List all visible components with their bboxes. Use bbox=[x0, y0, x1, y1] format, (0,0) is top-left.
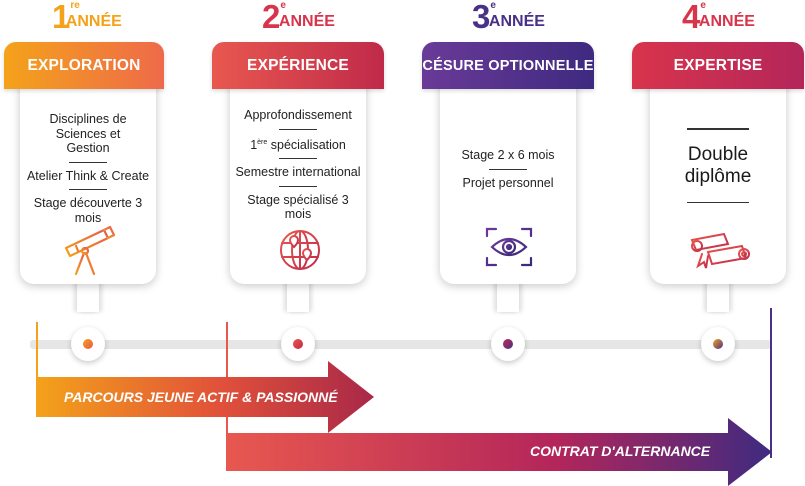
item-separator bbox=[69, 189, 107, 190]
arrow-label-parcours: PARCOURS JEUNE ACTIF & PASSIONNÉ bbox=[64, 389, 338, 405]
item-rest: spécialisation bbox=[267, 137, 346, 152]
year-superscript: e bbox=[700, 0, 706, 11]
timeline-axis bbox=[30, 340, 771, 349]
card-title: EXPERTISE bbox=[673, 56, 763, 74]
card-exploration: Disciplines de Sciences et Gestion Ateli… bbox=[20, 60, 156, 284]
node-dot bbox=[503, 339, 513, 349]
card-title: EXPÉRIENCE bbox=[247, 56, 349, 74]
timeline-node-3 bbox=[491, 327, 525, 361]
node-dot bbox=[83, 339, 93, 349]
timeline-node-2 bbox=[281, 327, 315, 361]
arrow-start-line bbox=[36, 322, 38, 394]
card-items: Double diplôme bbox=[650, 128, 786, 203]
arrow-label-alternance: CONTRAT D'ALTERNANCE bbox=[530, 443, 711, 459]
item-separator bbox=[69, 161, 107, 163]
card-item-line1: Double bbox=[687, 143, 749, 165]
timeline-node-1 bbox=[71, 327, 105, 361]
item-separator bbox=[279, 158, 317, 160]
item-separator bbox=[687, 128, 749, 130]
card-items: Stage 2 x 6 mois Projet personnel bbox=[440, 148, 576, 190]
card-stem bbox=[707, 278, 729, 312]
banner-expertise: EXPERTISE bbox=[632, 42, 804, 89]
timeline-node-4 bbox=[701, 327, 735, 361]
year-word: ANNÉE bbox=[488, 13, 545, 30]
eye-scan-icon bbox=[485, 227, 533, 267]
year-superscript: re bbox=[70, 0, 80, 11]
year-number: 1 bbox=[52, 0, 70, 35]
card-item: Stage découverte 3 mois bbox=[33, 196, 143, 225]
card-stem bbox=[287, 278, 309, 312]
item-separator bbox=[489, 168, 527, 170]
card-item: Projet personnel bbox=[462, 175, 554, 190]
year-superscript: e bbox=[490, 0, 496, 11]
arrow-end-line bbox=[770, 308, 772, 458]
item-separator bbox=[279, 185, 317, 187]
card-items: Disciplines de Sciences et Gestion Ateli… bbox=[20, 112, 156, 225]
banner-cesure: CÉSURE OPTIONNELLE bbox=[422, 42, 594, 89]
diploma-scroll-icon bbox=[690, 232, 750, 269]
item-separator bbox=[279, 128, 317, 130]
item-prefix: 1 bbox=[250, 137, 258, 152]
banner-experience: EXPÉRIENCE bbox=[212, 42, 384, 89]
year-heading-2: 2 e ANNÉE bbox=[262, 0, 335, 36]
year-word: ANNÉE bbox=[65, 13, 122, 30]
card-cesure: Stage 2 x 6 mois Projet personnel bbox=[440, 60, 576, 284]
arrow-alternance bbox=[226, 418, 772, 486]
node-dot bbox=[293, 339, 303, 349]
telescope-icon bbox=[64, 225, 116, 276]
globe-pin-icon bbox=[280, 230, 320, 270]
arrow-parcours bbox=[36, 361, 374, 433]
year-heading-3: 3 e ANNÉE bbox=[472, 0, 545, 36]
year-heading-1: 1 re ANNÉE bbox=[52, 0, 122, 36]
card-experience: Approfondissement 1ère spécialisation Se… bbox=[230, 60, 366, 284]
card-title: CÉSURE OPTIONNELLE bbox=[422, 57, 594, 74]
year-word: ANNÉE bbox=[278, 13, 335, 30]
item-superscript: ère bbox=[257, 138, 268, 146]
item-separator bbox=[687, 201, 749, 203]
card-item: 1ère spécialisation bbox=[230, 136, 366, 153]
card-item: Atelier Think & Create bbox=[26, 168, 150, 183]
card-item: Disciplines de Sciences et Gestion bbox=[49, 112, 127, 155]
card-item: Approfondissement bbox=[244, 108, 352, 122]
banner-exploration: EXPLORATION bbox=[4, 42, 164, 89]
card-stem bbox=[497, 278, 519, 312]
year-number: 2 bbox=[262, 0, 280, 35]
card-expertise: Double diplôme bbox=[650, 60, 786, 284]
year-word: ANNÉE bbox=[698, 13, 755, 30]
card-item-line2: diplôme bbox=[684, 165, 752, 187]
year-heading-4: 4 e ANNÉE bbox=[682, 0, 755, 36]
card-item: Stage spécialisé 3 mois bbox=[247, 192, 349, 222]
node-dot bbox=[713, 339, 723, 349]
year-number: 4 bbox=[682, 0, 700, 35]
year-superscript: e bbox=[280, 0, 286, 11]
card-item: Semestre international bbox=[235, 165, 361, 180]
card-items: Approfondissement 1ère spécialisation Se… bbox=[230, 108, 366, 222]
card-item: Stage 2 x 6 mois bbox=[461, 148, 555, 162]
card-stem bbox=[77, 278, 99, 312]
card-title: EXPLORATION bbox=[27, 56, 141, 74]
year-number: 3 bbox=[472, 0, 490, 35]
